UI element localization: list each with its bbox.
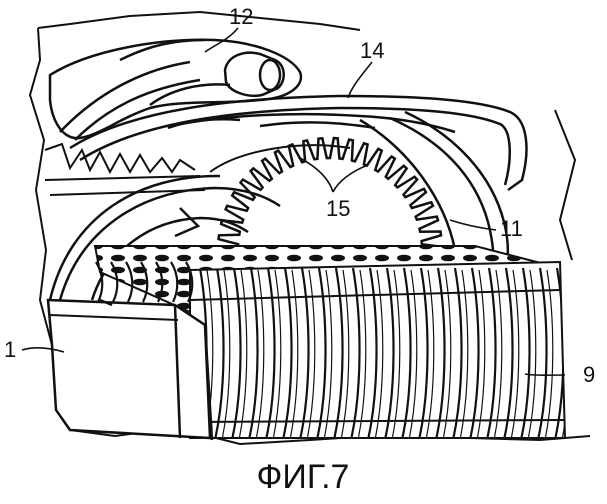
label-14: 14 [360,38,384,63]
toothed-rack [45,144,205,195]
label-15: 15 [326,196,350,221]
part-1-housing [48,300,212,440]
label-9: 9 [583,362,595,387]
label-11: 11 [500,216,523,241]
part-9-screw [190,262,587,440]
label-12: 12 [229,4,253,29]
label-1: 1 [4,337,16,362]
figure-caption: ФИГ.7 [257,458,350,496]
leader-14 [348,62,372,98]
